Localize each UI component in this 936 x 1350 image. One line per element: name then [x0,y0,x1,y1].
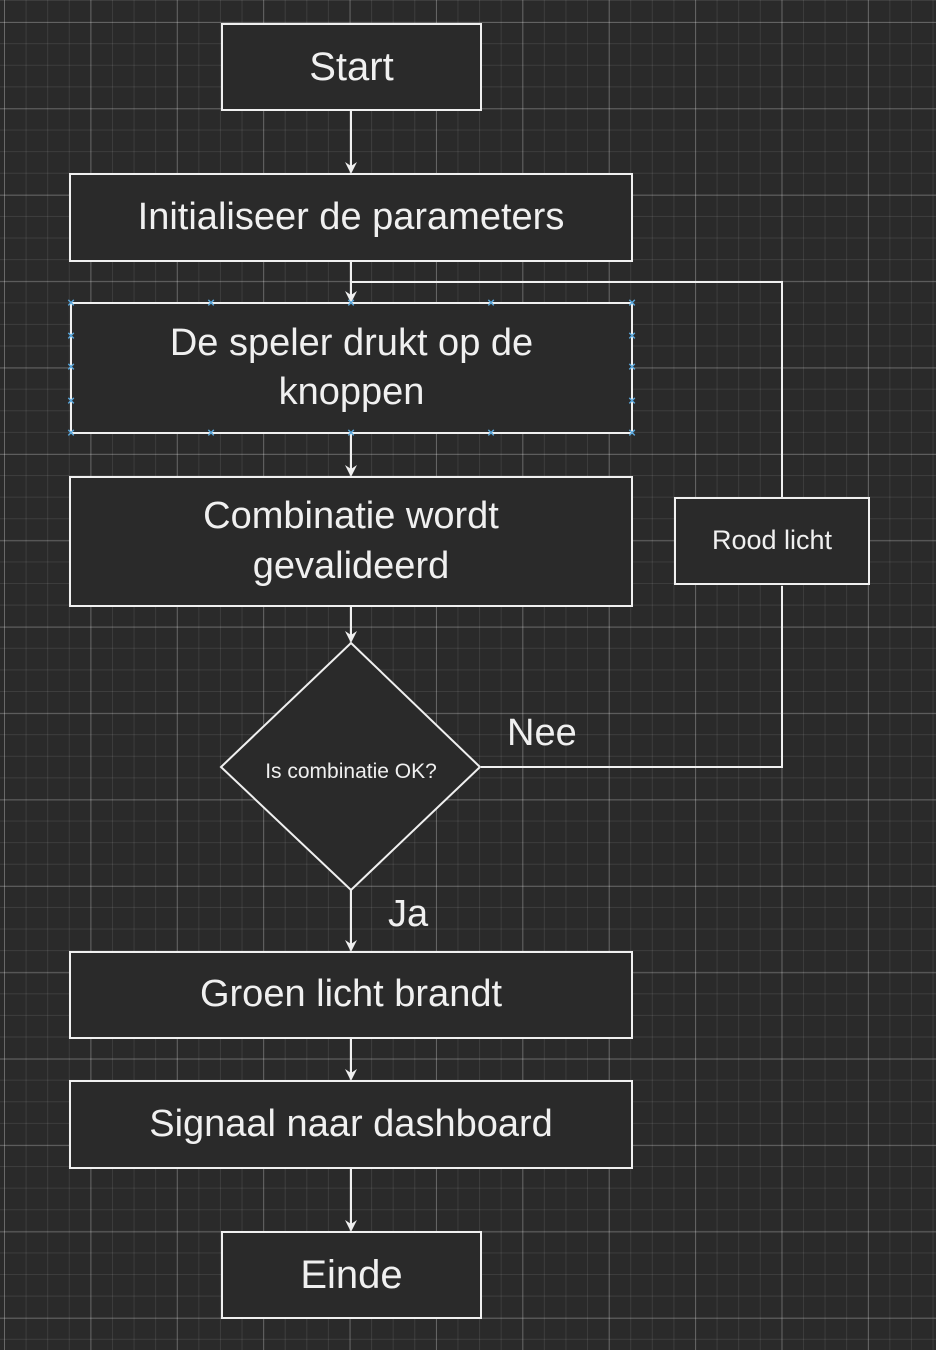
connection-point-handle[interactable]: × [628,393,636,408]
node-red-label: Rood licht [711,525,833,556]
edge-decision-to-red[interactable] [481,586,783,768]
edge-label-yes: Ja [388,893,429,935]
connection-point-handle[interactable]: × [207,295,215,310]
connection-point-handle[interactable]: × [67,425,75,440]
connection-point-handle[interactable]: × [628,328,636,343]
node-start[interactable]: Start [221,23,482,111]
connection-point-handle[interactable]: × [207,425,215,440]
edge-red-to-press[interactable] [351,281,783,498]
connection-point-handle[interactable]: × [67,295,75,310]
node-signal[interactable]: Signaal naar dashboard [69,1080,633,1169]
node-green[interactable]: Groen licht brandt [69,951,633,1039]
node-red[interactable]: Rood licht [674,497,870,585]
connection-point-handle[interactable]: × [487,295,495,310]
connection-point-handle[interactable]: × [628,425,636,440]
node-validate-label: Combinatie wordt gevalideerd [203,495,499,587]
connection-point-handle[interactable]: × [67,328,75,343]
connection-point-handle[interactable]: × [628,295,636,310]
connection-point-handle[interactable]: × [347,295,355,310]
node-press[interactable]: De speler drukt op de knoppen [70,302,633,434]
node-green-label: Groen licht brandt [199,973,503,1016]
node-end-label: Einde [300,1253,403,1297]
node-end[interactable]: Einde [221,1231,482,1319]
connection-point-handle[interactable]: × [67,359,75,374]
node-init-label: Initialiseer de parameters [137,195,565,238]
connection-point-handle[interactable]: × [628,359,636,374]
node-press-label: De speler drukt op de knoppen [169,321,534,413]
decision-label: Is combinatie OK? [265,760,437,783]
edge-label-no: Nee [507,712,577,754]
node-validate[interactable]: Combinatie wordt gevalideerd [69,476,633,607]
connection-point-handle[interactable]: × [347,425,355,440]
connection-point-handle[interactable]: × [487,425,495,440]
node-signal-label: Signaal naar dashboard [149,1102,553,1145]
connection-point-handle[interactable]: × [67,393,75,408]
node-init[interactable]: Initialiseer de parameters [69,173,633,262]
node-start-label: Start [309,45,394,89]
